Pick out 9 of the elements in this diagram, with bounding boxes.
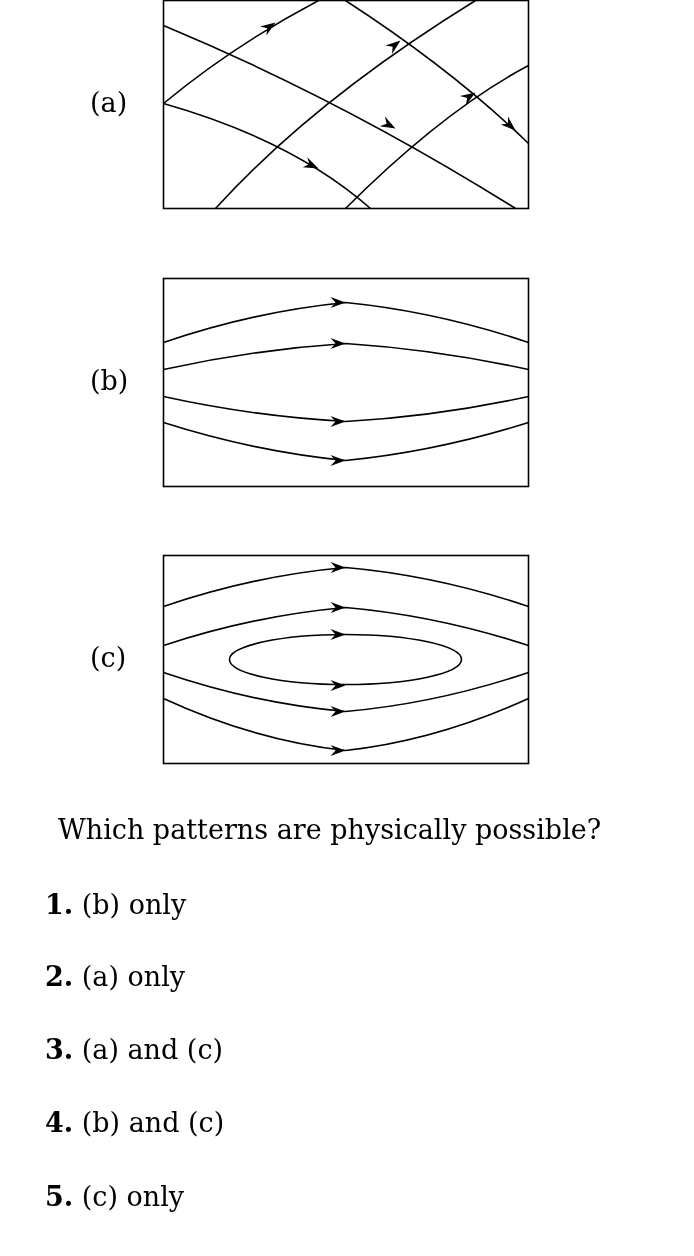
- answer-option: 2. (a) only: [45, 960, 186, 994]
- answer-option: 1. (b) only: [45, 888, 187, 922]
- question-text: Which patterns are physically possible?: [58, 813, 602, 847]
- panel-label: (c): [90, 642, 127, 674]
- panel-label: (b): [90, 365, 129, 397]
- answer-option: 3. (a) and (c): [45, 1033, 224, 1067]
- answer-option: 5. (c) only: [45, 1180, 185, 1214]
- panel-label: (a): [90, 87, 128, 119]
- answer-option: 4. (b) and (c): [45, 1106, 225, 1140]
